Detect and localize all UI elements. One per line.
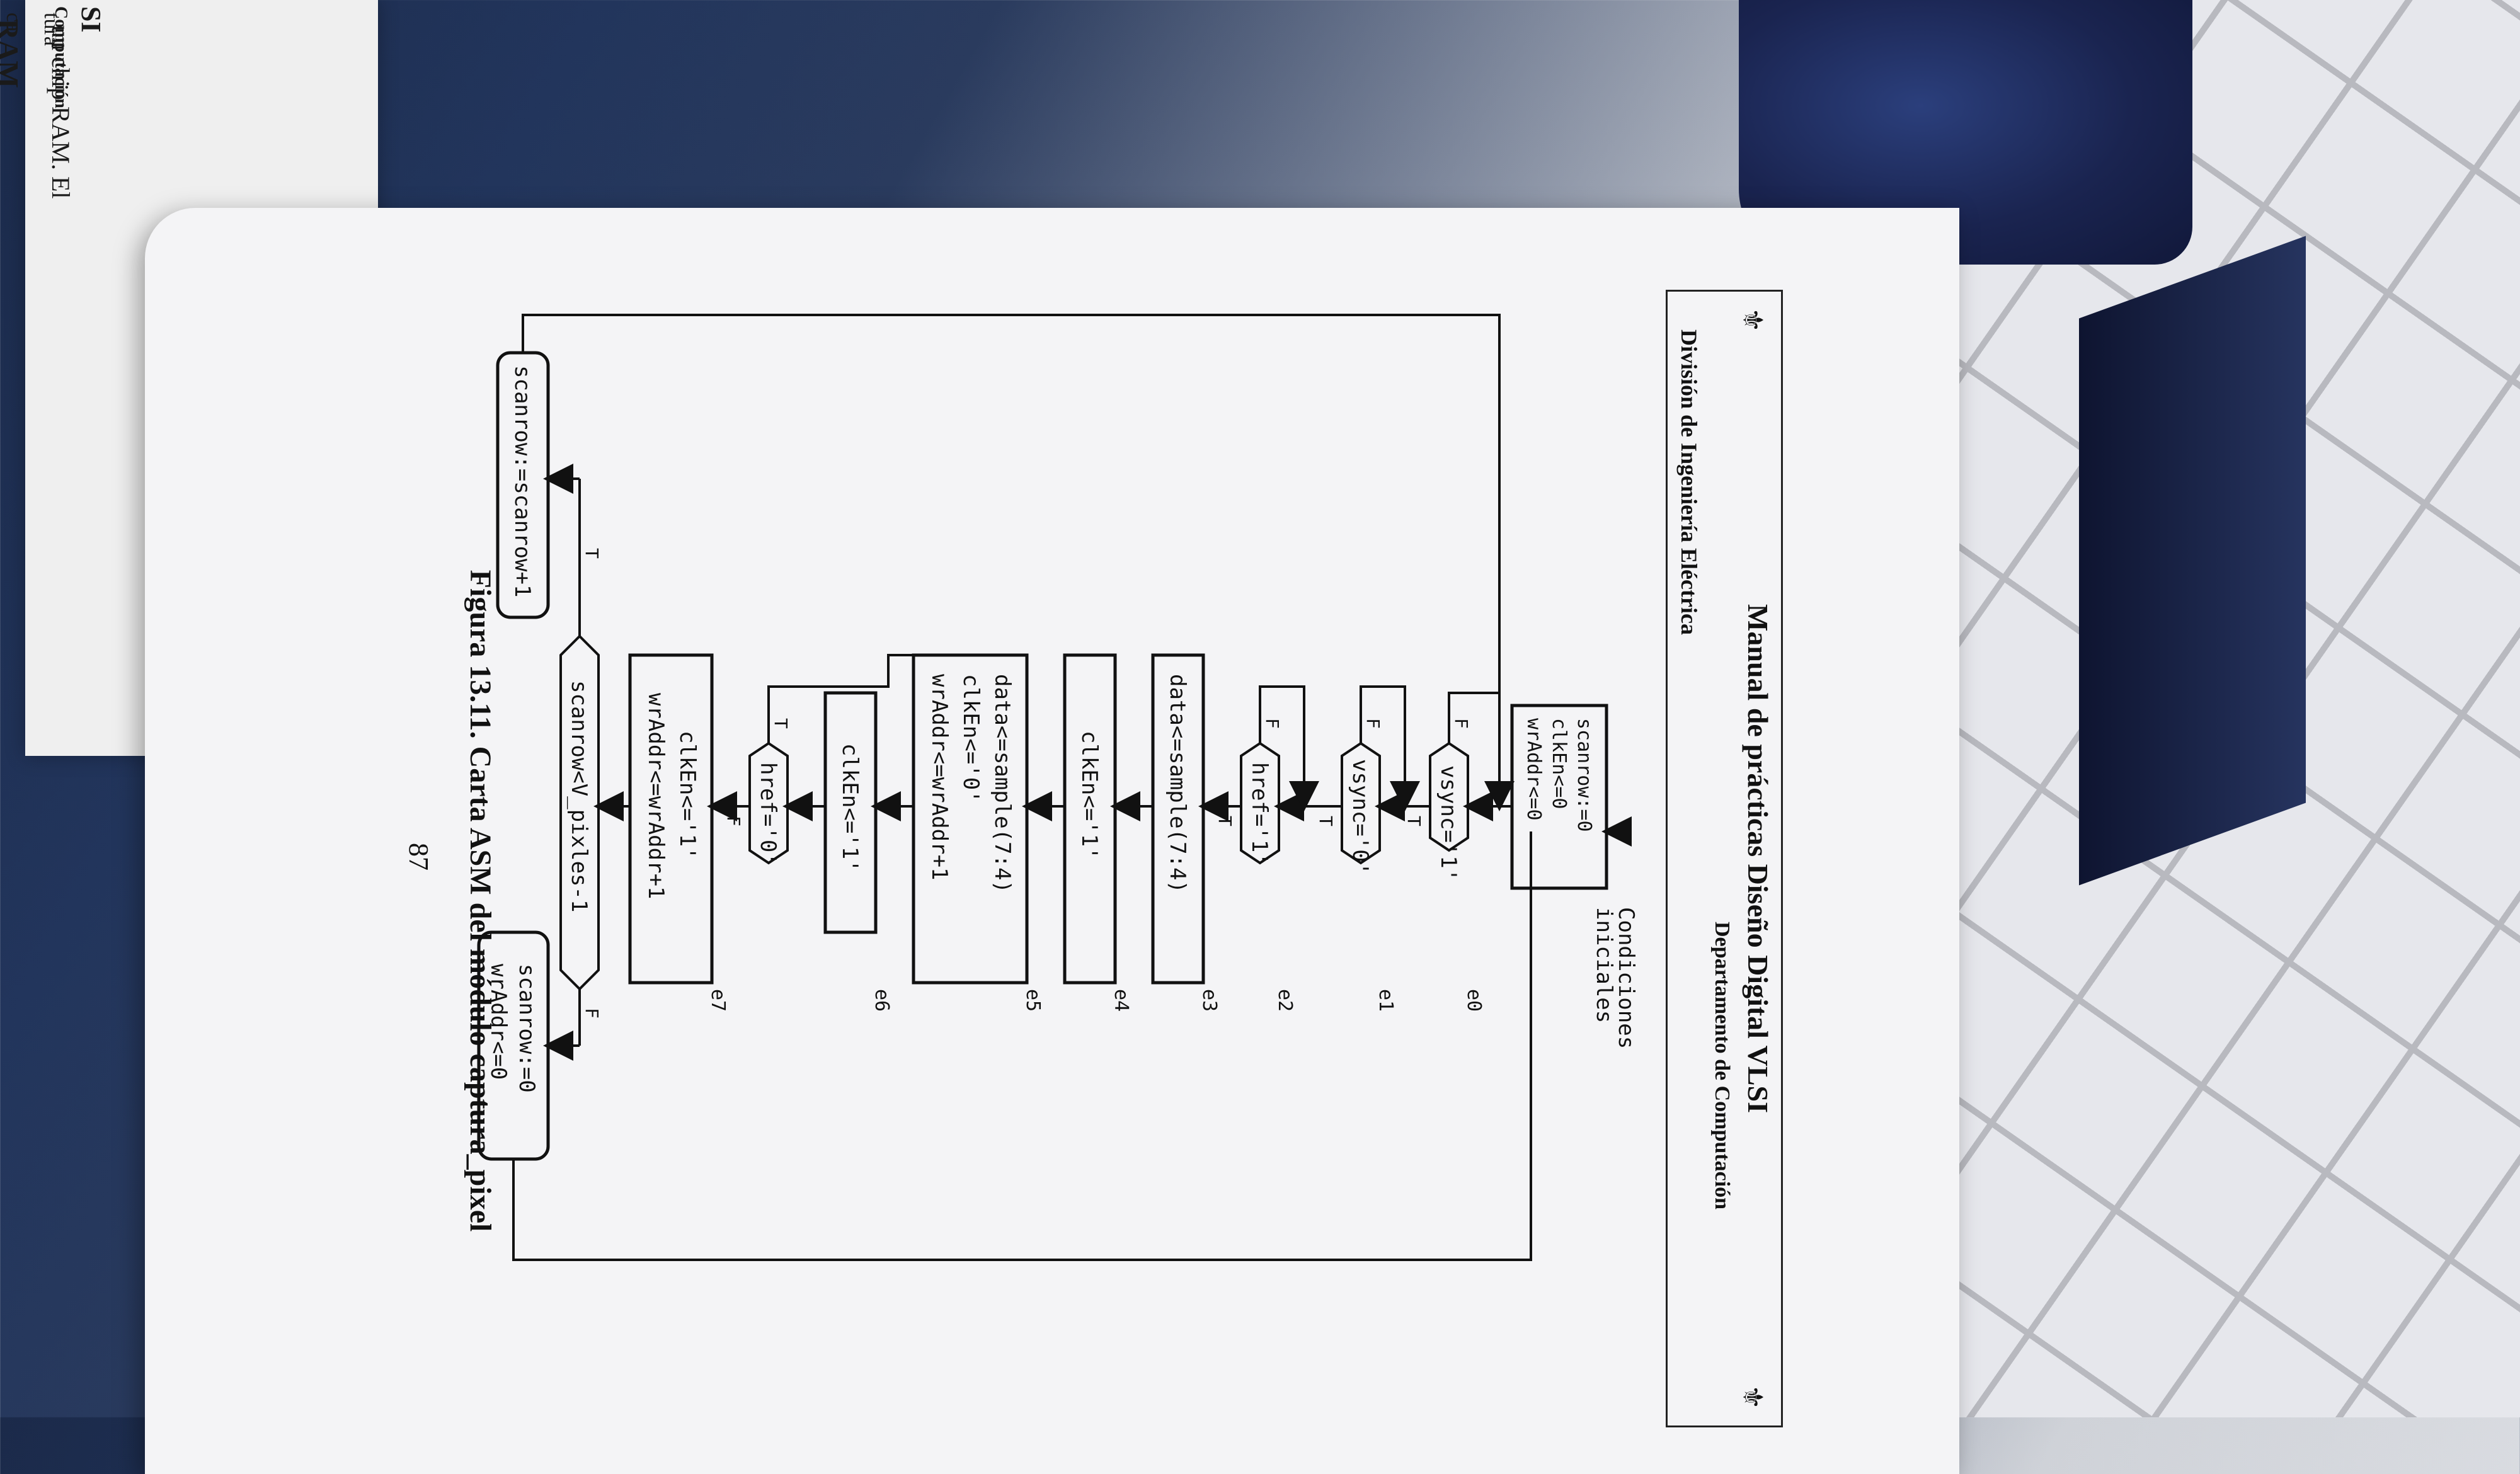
false-label-vsync1: F [1451,718,1472,729]
box-reset-line1: scanrow:=0 [514,964,539,1093]
state-e1: e1 [1375,989,1397,1012]
figure-caption: Figura 13.11. Carta ASM del módulo captu… [464,569,497,1232]
prev-line-si: SI [76,6,106,33]
cond-href0: href='0' [755,762,781,866]
asm-chart: Condiciones iniciales scanrow:=0 clkEn<=… [477,314,1639,1261]
true-label-vsync1: T [1404,816,1424,826]
state-e7: e7 [707,989,729,1012]
cond-href1: href='1' [1247,762,1272,866]
cond-scanrow: scanrow<V_pixles-1 [566,680,592,912]
state-e4: e4 [1110,989,1132,1012]
true-label-scanrow: T [581,548,602,559]
prev-line-ram: RAM [0,19,25,88]
box-e5-line2: clkEn<='0' [958,674,983,803]
init-op-wraddr: wrAddr<=0 [1523,718,1545,821]
cond-vsync1: vsync='1' [1436,765,1461,881]
false-label-scanrow: F [581,1008,602,1019]
division-label: División de Ingeniería Eléctrica [1676,329,1702,635]
box-e7-line2: wrAddr<=wrAddr+1 [643,693,668,900]
box-e4-text: clkEn<='1' [1077,731,1102,860]
book-page [145,208,1959,1474]
cond-vsync0: vsync='0' [1348,759,1373,875]
init-label-2: iniciales [1591,907,1617,1023]
prev-line-tura: tura [40,13,63,46]
false-label-href1: F [1262,718,1283,729]
box-inc-text: scanrow:=scanrow+1 [510,365,535,597]
state-e5: e5 [1022,989,1044,1012]
box-reset-line2: wrAddr<=0 [486,964,511,1080]
state-e2: e2 [1274,989,1296,1012]
chair-leg [2079,236,2306,886]
rotated-page-content: ⚜ ⚜ Manual de prácticas Diseño Digital V… [252,252,1808,1449]
page-header: ⚜ ⚜ Manual de prácticas Diseño Digital V… [1666,290,1783,1427]
box-e7-line1: clkEn<='1' [675,731,700,860]
true-label-vsync0: T [1315,816,1336,826]
prev-line-chip: un chip RAM. El [47,25,75,199]
true-label-href0: T [770,718,791,729]
box-e3-text: data<=sample(7:4) [1165,674,1190,893]
init-label-1: Condiciones [1613,907,1639,1049]
box-e6-text: clkEn<='1' [837,743,862,872]
manual-title: Manual de prácticas Diseño Digital VLSI [1742,603,1774,1114]
state-e6: e6 [871,989,893,1012]
init-op-scanrow: scanrow:=0 [1573,718,1595,832]
box-e5-line1: data<=sample(7:4) [990,674,1015,893]
init-op-clken: clkEn<=0 [1548,718,1570,809]
department-label: Departamento de Computación [1710,922,1734,1210]
box-e5-line3: wrAddr<=wrAddr+1 [927,674,952,881]
false-label-href0: F [723,816,744,826]
false-label-vsync0: F [1363,718,1383,729]
true-label-href1: T [1215,816,1235,826]
page-number: 87 [403,843,434,871]
state-e3: e3 [1198,989,1220,1012]
state-e0: e0 [1463,989,1485,1012]
